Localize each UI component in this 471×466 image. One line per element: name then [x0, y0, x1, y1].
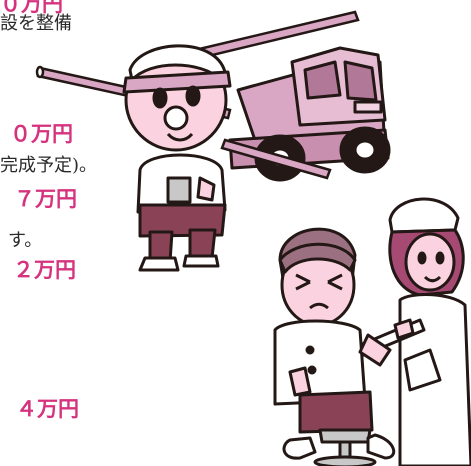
body-2: 完成予定)。 [0, 155, 98, 176]
worker-icon [122, 44, 232, 272]
amount-4: ２万円 [13, 258, 76, 282]
amount-1: ０万円 [0, 0, 63, 16]
stool-icon [318, 428, 372, 444]
amount-5: ４万円 [16, 397, 79, 421]
amount-2: ０万円 [10, 122, 73, 146]
amount-3: ７万円 [14, 187, 77, 211]
body-3: す。 [8, 230, 43, 251]
nurse-cap-icon [388, 197, 460, 234]
truck-icon [228, 46, 391, 182]
body-1: 設を整備 [0, 13, 72, 34]
